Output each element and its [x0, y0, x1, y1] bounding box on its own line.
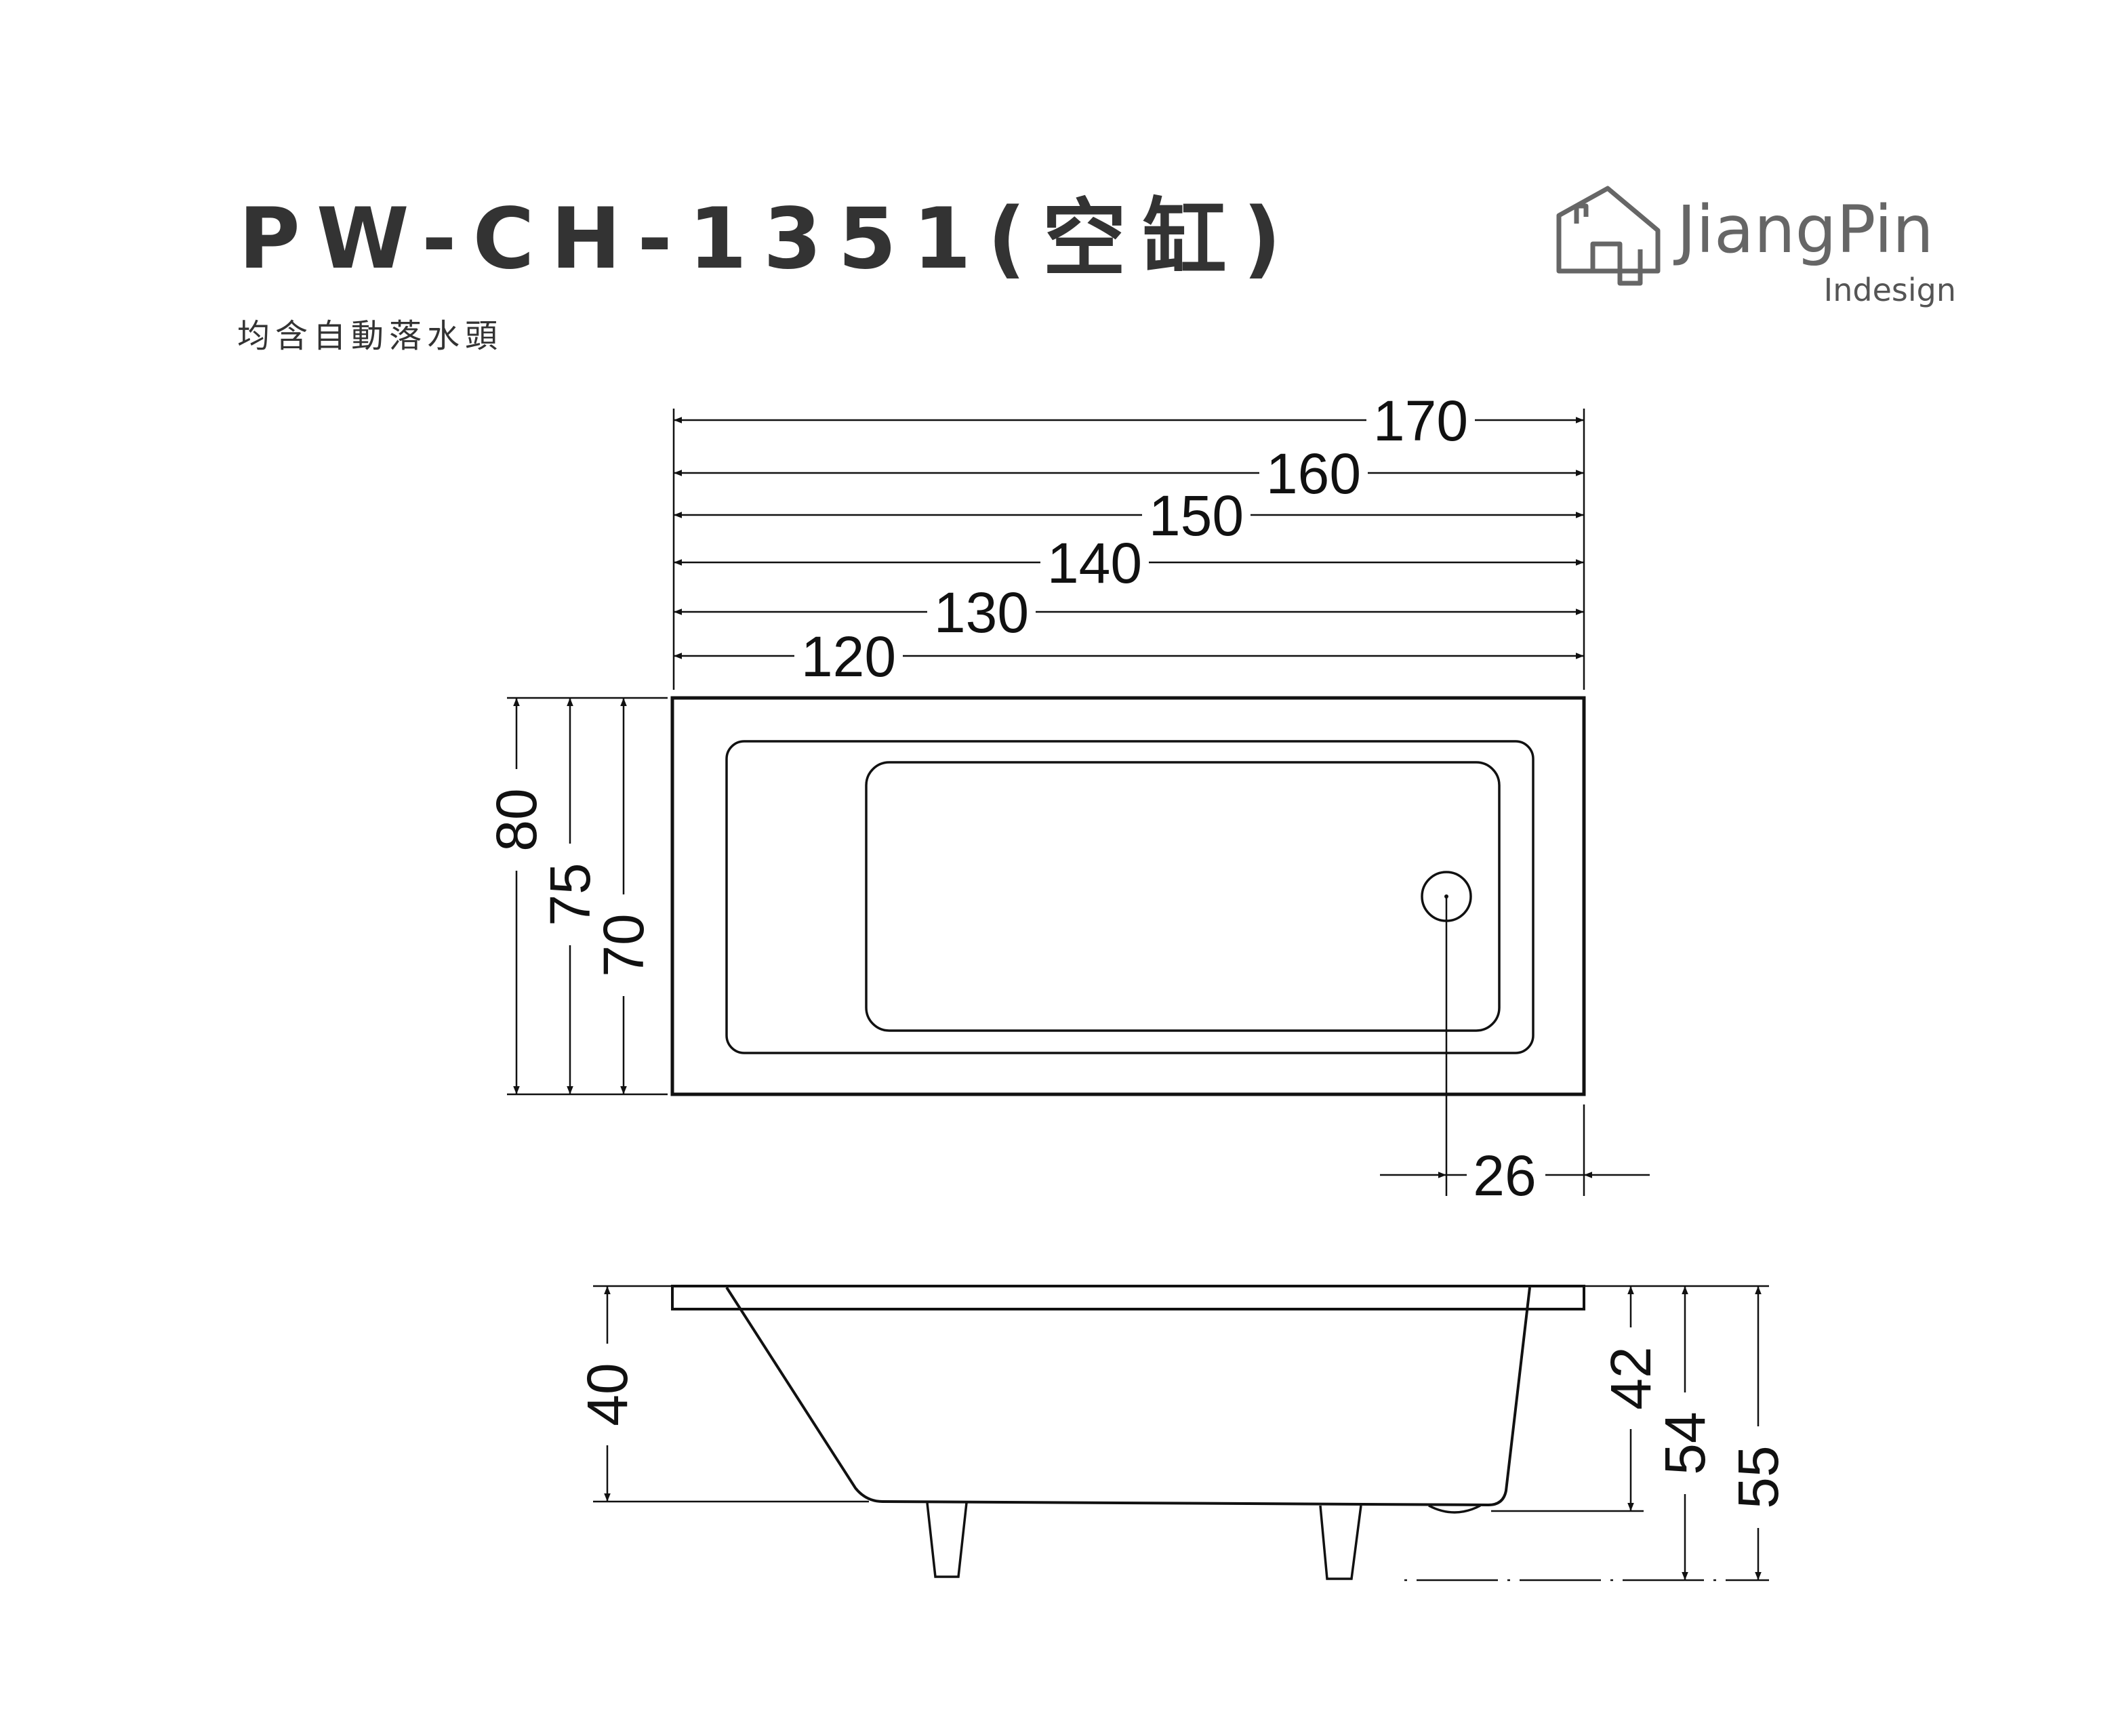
house-icon — [1556, 186, 1661, 286]
height-dimension-40: 40 — [575, 1286, 639, 1502]
page-title: PW-CH-1351(空缸) — [239, 190, 1297, 288]
length-dimension-140: 140 — [674, 531, 1584, 595]
drain-fitting — [1428, 1504, 1481, 1514]
brand-tagline: Indesign — [1824, 272, 1956, 308]
tub-rim-outline — [725, 740, 1534, 1054]
height-dimension-54: 54 — [1653, 1286, 1717, 1580]
length-dimension-150: 150 — [674, 484, 1584, 547]
length-dimension-170: 170 — [674, 389, 1584, 453]
tub-body-profile — [725, 1286, 1531, 1507]
side-view — [593, 1285, 1769, 1582]
length-dimension-120: 120 — [674, 625, 1584, 688]
dimension-label-140: 140 — [1047, 531, 1142, 595]
height-dimension-80: 80 — [485, 698, 548, 1094]
tub-leg-left — [926, 1502, 968, 1578]
dimension-label-70: 70 — [592, 913, 655, 976]
height-dimension-42: 42 — [1599, 1286, 1663, 1511]
tub-outer-outline — [670, 696, 1586, 1096]
dimension-label-55: 55 — [1726, 1445, 1790, 1508]
plan-view — [507, 409, 1586, 1196]
dimension-label-40: 40 — [575, 1363, 639, 1426]
dimension-label-80: 80 — [485, 788, 548, 851]
height-dimension-70: 70 — [592, 698, 655, 1094]
tub-top-flange — [671, 1285, 1585, 1310]
brand-name: JiangPin — [1673, 192, 1934, 268]
tub-basin-outline — [865, 761, 1501, 1032]
length-dimension-160: 160 — [674, 442, 1584, 505]
dimension-label-160: 160 — [1266, 442, 1361, 505]
tub-leg-right — [1319, 1505, 1362, 1580]
dimension-label-120: 120 — [801, 625, 896, 688]
dimension-label-75: 75 — [538, 863, 602, 926]
page-subtitle: 均含自動落水頭 — [237, 317, 503, 355]
length-dimension-130: 130 — [674, 581, 1584, 644]
height-dimension-75: 75 — [538, 698, 602, 1094]
dimension-label-150: 150 — [1149, 484, 1244, 547]
dimension-label-drain-offset: 26 — [1473, 1144, 1536, 1207]
dimension-label-130: 130 — [934, 581, 1029, 644]
dimension-label-42: 42 — [1599, 1346, 1663, 1409]
height-dimension-55: 55 — [1726, 1286, 1790, 1580]
dimension-label-170: 170 — [1373, 389, 1468, 453]
dimension-label-54: 54 — [1653, 1411, 1717, 1474]
side-left-height-dimensions: 40 — [575, 1286, 639, 1502]
